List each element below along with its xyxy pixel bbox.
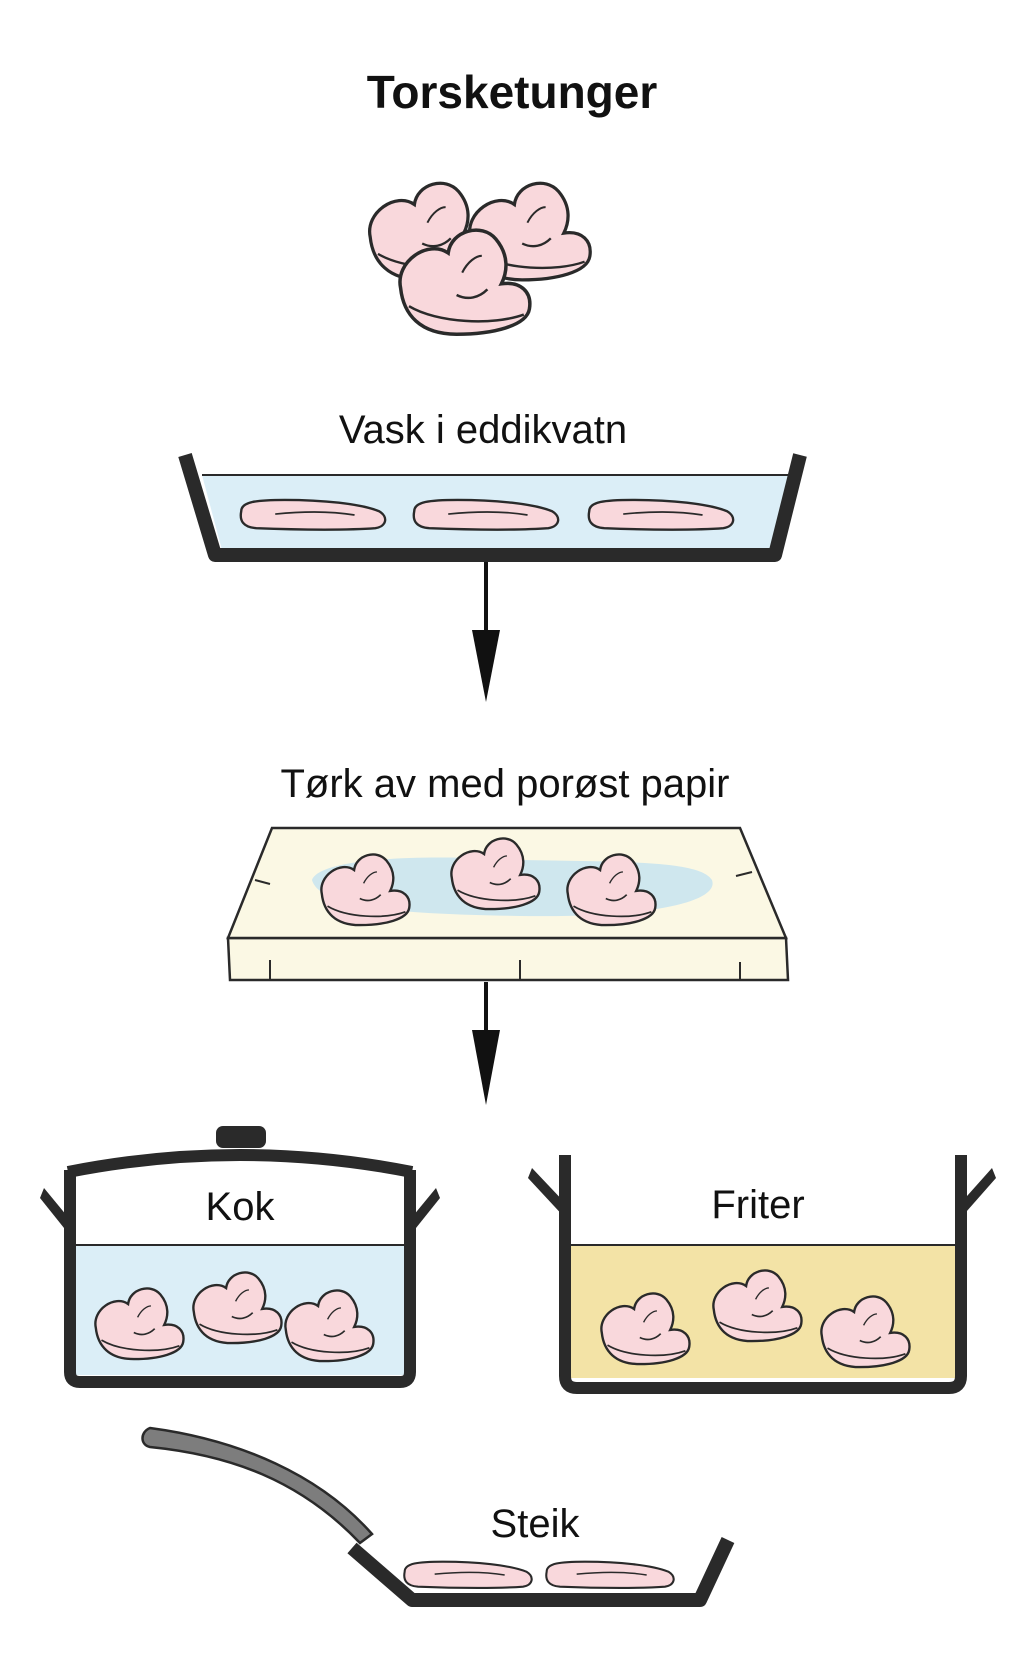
step-label-wash: Vask i eddikvatn — [339, 408, 627, 452]
step-label-dry: Tørk av med porøst papir — [280, 762, 729, 806]
flow-arrow-1 — [472, 562, 500, 702]
fry-pot-illustration — [528, 1155, 996, 1394]
diagram-title: Torsketunger — [367, 66, 658, 118]
flow-arrow-2 — [472, 982, 500, 1105]
step-label-boil: Kok — [206, 1185, 276, 1229]
paper-towel-illustration — [226, 826, 790, 982]
boil-pot-illustration — [40, 1126, 440, 1388]
step-label-fry: Friter — [711, 1183, 804, 1227]
frying-pan-illustration — [141, 1426, 735, 1607]
wash-basin-illustration — [178, 452, 807, 562]
raw-tongues-illustration — [367, 181, 592, 336]
step-label-saute: Steik — [491, 1502, 581, 1546]
